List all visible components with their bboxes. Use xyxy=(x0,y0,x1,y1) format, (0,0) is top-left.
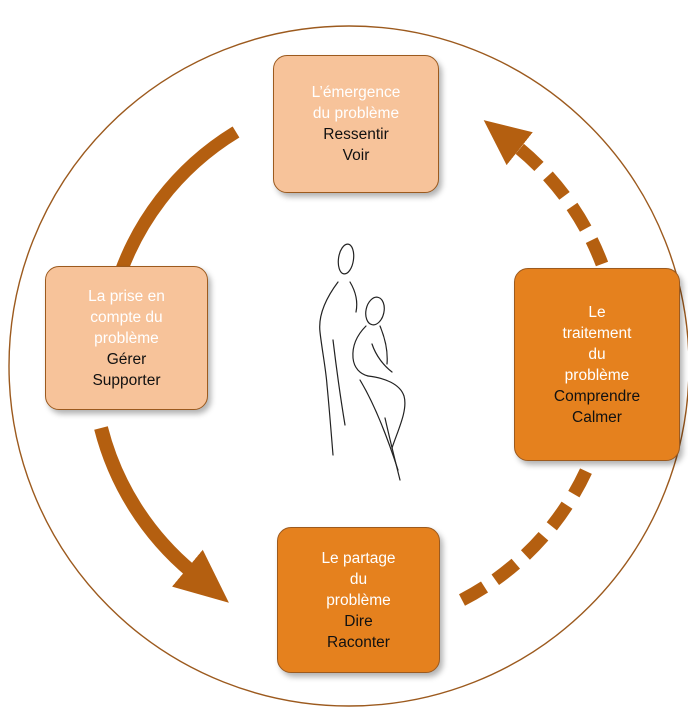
action-raconter: Raconter xyxy=(327,633,390,651)
arrow-traitement-to-emergence xyxy=(483,120,609,267)
stage-title-prise-en-compte: La prise en compte du problème xyxy=(88,287,165,347)
stage-title-emergence: L’émergence du problème xyxy=(311,84,401,122)
action-comprendre: Comprendre xyxy=(553,387,641,405)
action-calmer: Calmer xyxy=(572,408,622,426)
action-gerer: Gérer xyxy=(106,350,147,368)
action-dire: Dire xyxy=(344,612,373,630)
arrow-partage-to-traitement xyxy=(459,459,596,606)
outer-circle xyxy=(8,25,688,707)
arrow-prise-to-partage xyxy=(94,426,229,603)
action-ressentir: Ressentir xyxy=(323,126,389,143)
action-voir: Voir xyxy=(342,147,370,164)
stage-box-prise-en-compte: La prise en compte du problème Gérer Sup… xyxy=(45,266,208,410)
stage-title-traitement: Le traitement du problème xyxy=(562,303,632,384)
action-supporter: Supporter xyxy=(92,371,161,389)
stage-box-partage: Le partage du problème Dire Raconter xyxy=(277,527,440,673)
stage-title-partage: Le partage du problème xyxy=(321,549,396,609)
stage-box-traitement: Le traitement du problème Comprendre Cal… xyxy=(514,268,680,461)
stage-box-emergence: L’émergence du problème Ressentir Voir xyxy=(273,55,439,193)
seated-people-sketch-icon xyxy=(319,243,406,481)
